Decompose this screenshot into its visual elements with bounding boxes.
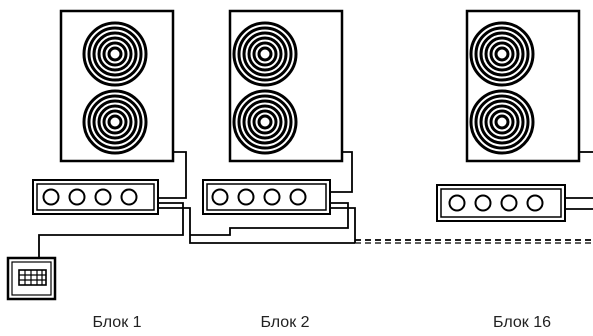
wire (38, 202, 184, 260)
outdoor-unit-2 (228, 9, 344, 163)
remote-controller-icon (6, 256, 57, 301)
outdoor-unit-1 (59, 9, 175, 163)
outdoor-unit-16 (465, 9, 581, 163)
wire (158, 207, 355, 244)
wire (330, 151, 353, 193)
controller-unit-16 (436, 184, 566, 222)
unit-label-2: Блок 2 (260, 314, 310, 331)
unit-label-16: Блок 16 (493, 314, 551, 331)
wire (190, 202, 349, 236)
wire (330, 207, 356, 243)
controller-unit-1 (32, 179, 159, 215)
wire (158, 151, 187, 199)
controller-unit-2 (202, 179, 331, 215)
unit-label-1: Блок 1 (92, 314, 142, 331)
